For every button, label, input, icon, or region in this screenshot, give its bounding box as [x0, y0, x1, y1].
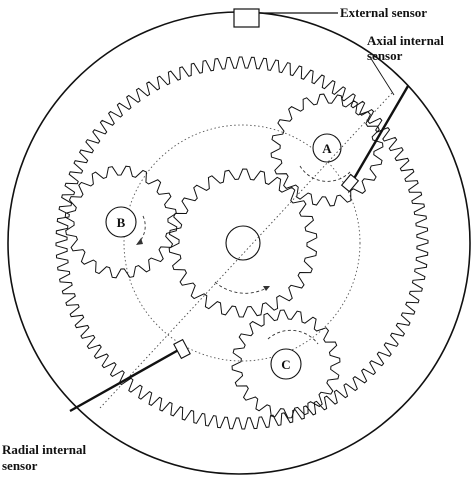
planet-gear-b [64, 165, 178, 279]
planet-gear-a [270, 93, 384, 207]
radial-sensor-rod [69, 346, 183, 413]
ring-gear [55, 56, 429, 430]
sun-hub [225, 225, 261, 261]
planet-a-label: A [322, 141, 332, 156]
radial-sensor-label-line2: sensor [2, 458, 38, 473]
sun-gear [168, 168, 318, 318]
sun-rotation-arrow [214, 281, 271, 294]
axial-sensor-block [340, 173, 360, 193]
external-sensor-block [233, 8, 260, 28]
planet-b-hub [105, 206, 137, 238]
axial-sensor-label-line1: Axial internal [367, 33, 444, 48]
planet-c-hub [270, 348, 302, 380]
planet-b-rotation-arrowhead [136, 238, 143, 245]
planet-b-label: B [117, 215, 126, 230]
external-sensor-label: External sensor [340, 5, 427, 20]
planet-c-rotation-arrow [267, 329, 319, 345]
planet-c-label: C [281, 357, 290, 372]
carrier-path-circle [123, 124, 361, 362]
axial-sensor-rod [350, 85, 410, 183]
axial-sensor-leader [369, 56, 395, 96]
axial-sensor-label-line2: sensor [367, 48, 403, 63]
radial-sensor-label-line1: Radial internal [2, 442, 87, 457]
sun-rotation-arrowhead [263, 286, 270, 291]
planet-a-rotation-arrow [299, 165, 351, 182]
radial-sensor-block [173, 338, 191, 360]
planet-gear-c [231, 309, 341, 419]
